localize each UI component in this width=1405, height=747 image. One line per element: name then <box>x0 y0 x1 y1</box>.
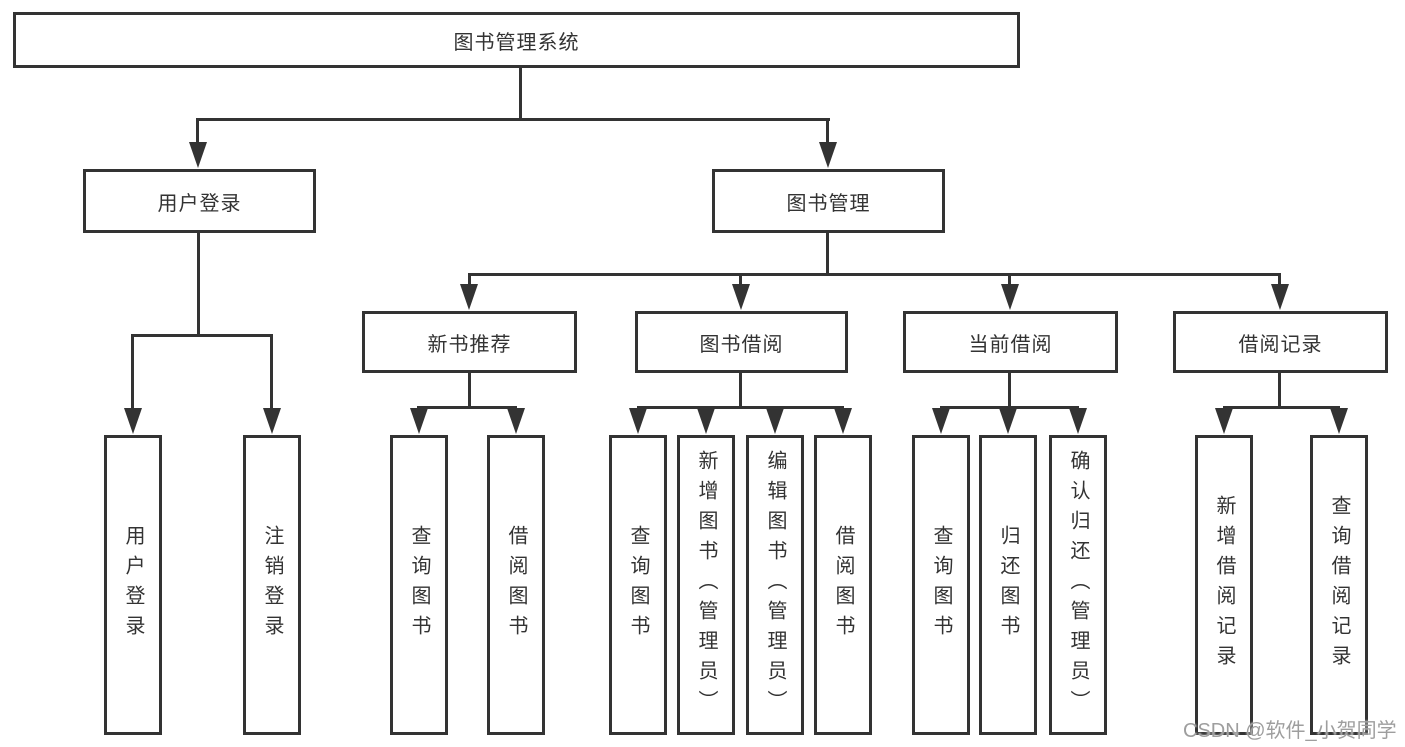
connector-line <box>468 373 471 408</box>
arrow-down-icon <box>629 408 647 434</box>
leaf-query-books-recommend-label: 查询图书 <box>408 525 430 645</box>
leaf-borrow-books-borrowing: 借阅图书 <box>814 435 872 735</box>
arrow-down-icon <box>999 408 1017 434</box>
arrow-down-icon <box>732 284 750 310</box>
node-new-book-recommend: 新书推荐 <box>362 311 577 373</box>
arrow-down-icon <box>697 408 715 434</box>
connector-line <box>270 334 273 410</box>
leaf-edit-book-admin-label: 编辑图书（管理员） <box>764 450 786 720</box>
arrow-down-icon <box>1271 284 1289 310</box>
leaf-borrow-books-recommend-label: 借阅图书 <box>505 525 527 645</box>
connector-line <box>197 118 830 121</box>
connector-line <box>196 118 199 146</box>
leaf-logout-label: 注销登录 <box>261 525 283 645</box>
node-user-login-label: 用户登录 <box>157 192 242 215</box>
connector-line <box>519 68 522 120</box>
arrow-down-icon <box>766 408 784 434</box>
connector-line <box>1223 406 1340 409</box>
connector-line <box>417 406 517 409</box>
node-current-borrowing-label: 当前借阅 <box>968 333 1053 356</box>
leaf-user-login-label: 用户登录 <box>122 525 144 645</box>
arrow-down-icon <box>263 408 281 434</box>
arrow-down-icon <box>834 408 852 434</box>
arrow-down-icon <box>460 284 478 310</box>
leaf-query-borrow-record: 查询借阅记录 <box>1310 435 1368 735</box>
connector-line <box>197 233 200 336</box>
node-root: 图书管理系统 <box>13 12 1020 68</box>
leaf-add-borrow-record-label: 新增借阅记录 <box>1213 495 1235 675</box>
leaf-confirm-return-admin-label: 确认归还（管理员） <box>1067 450 1089 720</box>
connector-line <box>1008 373 1011 408</box>
leaf-user-login: 用户登录 <box>104 435 162 735</box>
leaf-add-book-admin-label: 新增图书（管理员） <box>695 450 717 720</box>
arrow-down-icon <box>189 142 207 168</box>
watermark: CSDN @软件_小贺同学 <box>1183 720 1397 742</box>
leaf-query-books-borrowing: 查询图书 <box>609 435 667 735</box>
connector-line <box>940 406 1079 409</box>
node-user-login: 用户登录 <box>83 169 316 233</box>
leaf-query-borrow-record-label: 查询借阅记录 <box>1328 495 1350 675</box>
arrow-down-icon <box>1330 408 1348 434</box>
leaf-query-books-current: 查询图书 <box>912 435 970 735</box>
leaf-confirm-return-admin: 确认归还（管理员） <box>1049 435 1107 735</box>
node-borrowing-records-label: 借阅记录 <box>1238 333 1323 356</box>
leaf-query-books-borrowing-label: 查询图书 <box>627 525 649 645</box>
connector-line <box>1278 273 1281 287</box>
leaf-return-books-label: 归还图书 <box>997 525 1019 645</box>
connector-line <box>131 334 134 410</box>
arrow-down-icon <box>1001 284 1019 310</box>
arrow-down-icon <box>410 408 428 434</box>
leaf-return-books: 归还图书 <box>979 435 1037 735</box>
arrow-down-icon <box>124 408 142 434</box>
connector-line <box>637 406 844 409</box>
connector-line <box>468 273 1281 276</box>
leaf-query-books-current-label: 查询图书 <box>930 525 952 645</box>
connector-line <box>739 373 742 408</box>
leaf-borrow-books-recommend: 借阅图书 <box>487 435 545 735</box>
node-new-book-recommend-label: 新书推荐 <box>427 333 512 356</box>
leaf-add-book-admin: 新增图书（管理员） <box>677 435 735 735</box>
connector-line <box>826 233 829 275</box>
leaf-borrow-books-borrowing-label: 借阅图书 <box>832 525 854 645</box>
connector-line <box>1278 373 1281 408</box>
node-root-label: 图书管理系统 <box>453 31 580 54</box>
leaf-query-books-recommend: 查询图书 <box>390 435 448 735</box>
connector-line <box>739 273 742 287</box>
connector-line <box>468 273 471 287</box>
leaf-logout: 注销登录 <box>243 435 301 735</box>
arrow-down-icon <box>819 142 837 168</box>
node-current-borrowing: 当前借阅 <box>903 311 1118 373</box>
connector-line <box>1008 273 1011 287</box>
leaf-add-borrow-record: 新增借阅记录 <box>1195 435 1253 735</box>
node-book-management: 图书管理 <box>712 169 945 233</box>
node-book-management-label: 图书管理 <box>786 192 871 215</box>
arrow-down-icon <box>932 408 950 434</box>
node-borrowing-records: 借阅记录 <box>1173 311 1388 373</box>
arrow-down-icon <box>507 408 525 434</box>
arrow-down-icon <box>1069 408 1087 434</box>
arrow-down-icon <box>1215 408 1233 434</box>
node-book-borrowing: 图书借阅 <box>635 311 848 373</box>
connector-line <box>826 118 829 146</box>
connector-line <box>131 334 273 337</box>
node-book-borrowing-label: 图书借阅 <box>699 333 784 356</box>
leaf-edit-book-admin: 编辑图书（管理员） <box>746 435 804 735</box>
